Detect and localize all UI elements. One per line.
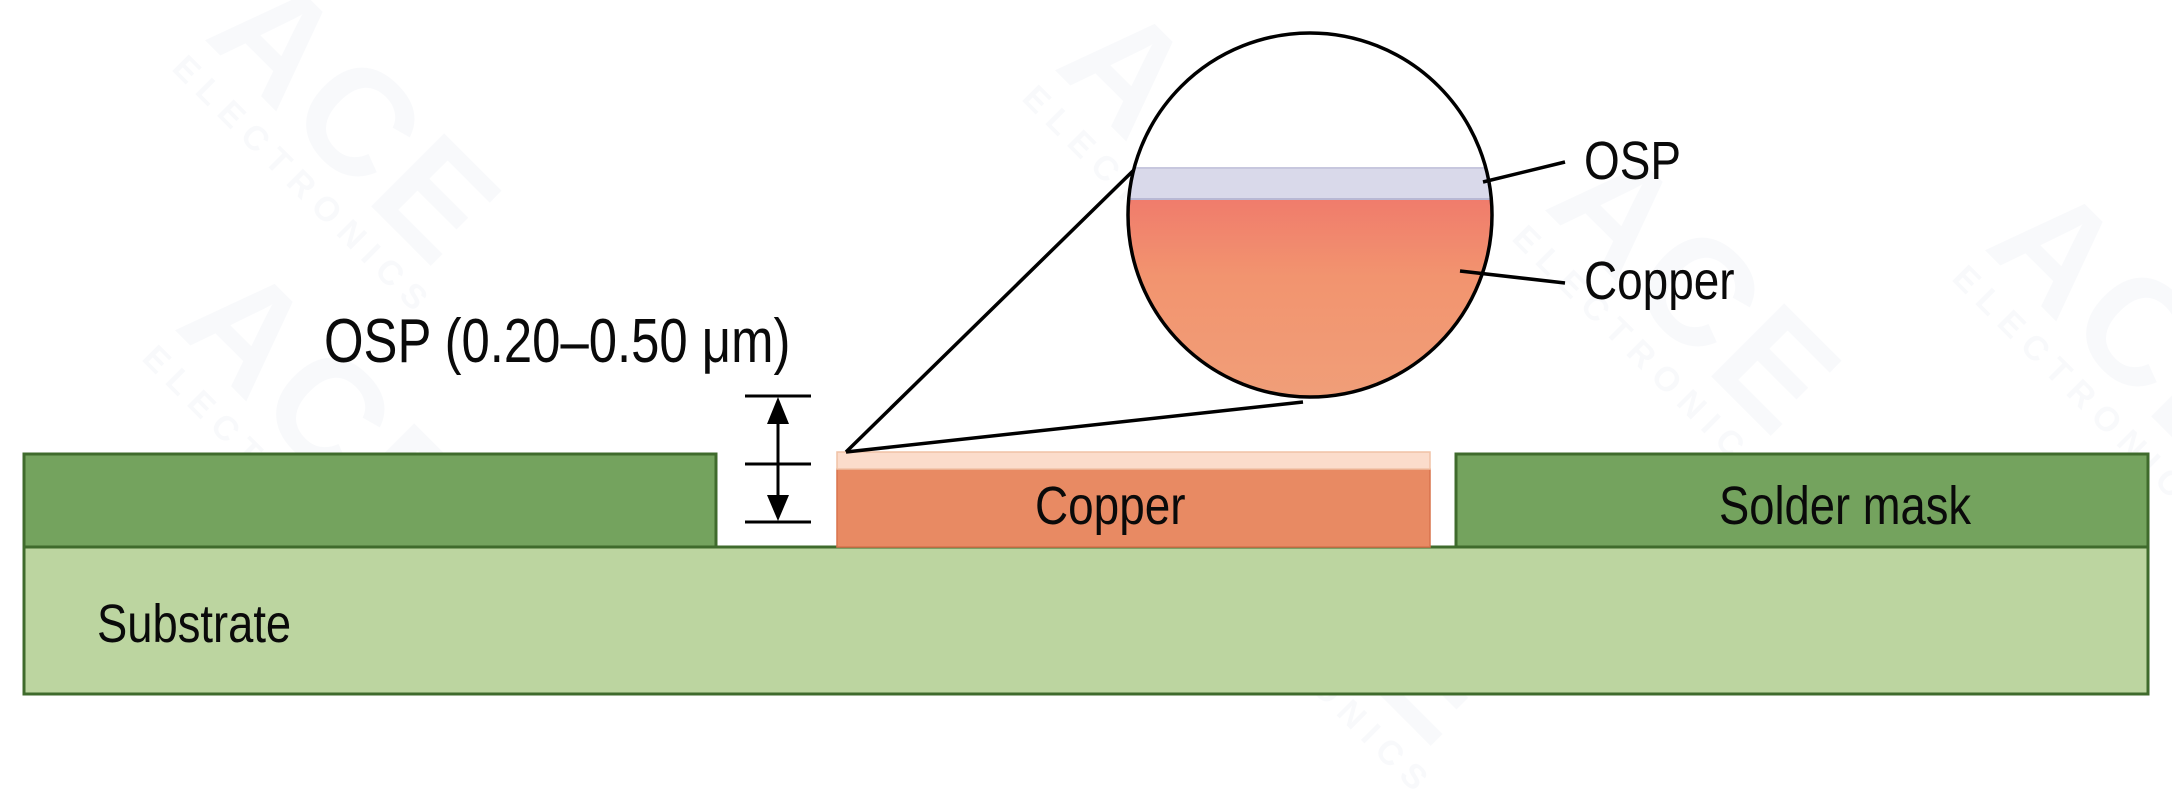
osp-strip [836,451,1431,470]
thickness-dimension-marker [745,394,811,524]
solder-mask-label: Solder mask [1719,476,1972,536]
copper-pad [836,468,1431,548]
solder-mask-right [1454,452,2150,549]
arrow-down-icon [767,495,789,521]
substrate-label: Substrate [97,594,292,654]
solder-mask-left [22,452,718,549]
osp-cross-section-diagram: ACE ELECTRONICS ACE ELECTRONICS ACE ELEC… [22,31,2150,696]
magnifier-copper-label: Copper [1584,251,1735,311]
magnifier-content [1128,33,1492,397]
arrow-up-icon [767,397,789,424]
magnifier-osp-layer [1128,167,1492,200]
magnifier-leader-lines [844,164,1304,454]
magnifier-circle [1126,31,1494,399]
osp-thickness-label: OSP (0.20–0.50 μm) [324,307,791,376]
copper-callout-line [1459,269,1566,285]
diagram-drawing [22,31,2150,696]
copper-pad-label: Copper [1035,476,1186,536]
magnifier-osp-label: OSP [1584,131,1681,191]
magnifier-copper-layer [1128,200,1492,397]
osp-callout-line [1482,160,1566,184]
substrate-layer [22,545,2150,696]
